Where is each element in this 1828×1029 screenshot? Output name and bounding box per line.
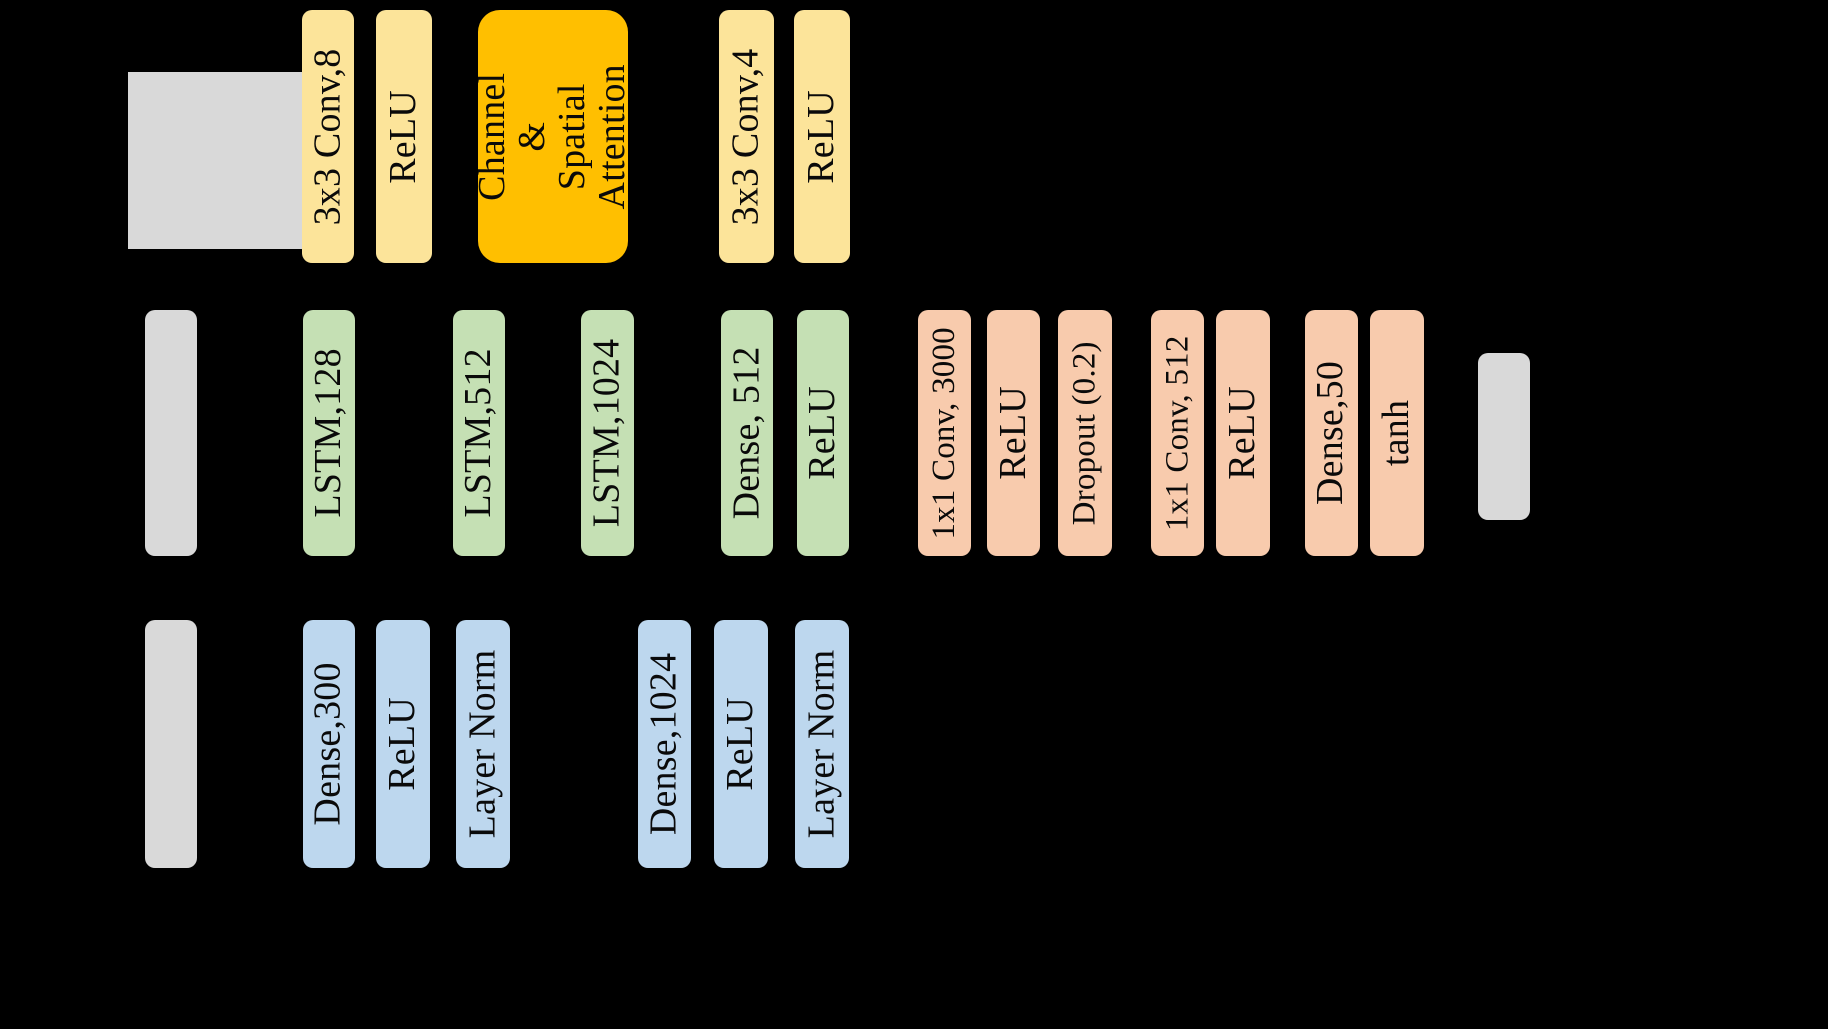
- row1-block-conv4[interactable]: 3x3 Conv,4: [719, 10, 774, 263]
- attention-line-3: Attention: [590, 63, 628, 210]
- row2-block-lstm-128-label: LSTM,128: [307, 348, 350, 518]
- row1-block-conv8[interactable]: 3x3 Conv,8: [302, 10, 354, 263]
- row1-block-conv8-label: 3x3 Conv,8: [306, 48, 349, 225]
- row2-block-lstm-128[interactable]: LSTM,128: [303, 310, 355, 556]
- row2-block-dropout-label: Dropout (0.2): [1066, 340, 1103, 526]
- row3-block-dense-300[interactable]: Dense,300: [303, 620, 355, 868]
- attention-line-1: Channel &: [478, 72, 554, 201]
- row2-block-conv1x1-512[interactable]: 1x1 Conv, 512: [1151, 310, 1204, 556]
- row3-block-dense-1024[interactable]: Dense,1024: [638, 620, 691, 868]
- row2-block-lstm-1024-label: LSTM,1024: [585, 338, 628, 528]
- row2-block-lstm-512[interactable]: LSTM,512: [453, 310, 505, 556]
- row2-block-relu-1-label: ReLU: [801, 386, 844, 480]
- row2-block-dense-512[interactable]: Dense, 512: [721, 310, 773, 556]
- row1-block-relu-1-label: ReLU: [382, 89, 425, 184]
- attention-line-2: Spatial: [551, 83, 593, 190]
- row1-block-attention[interactable]: Channel & Spatial Attention: [478, 10, 628, 263]
- row3-input-block: [145, 620, 197, 868]
- row1-block-relu-2[interactable]: ReLU: [794, 10, 850, 263]
- row2-block-relu-3-label: ReLU: [1221, 386, 1264, 480]
- row2-output-block: [1478, 353, 1530, 520]
- row3-block-relu-1[interactable]: ReLU: [376, 620, 430, 868]
- row1-input-block: [128, 72, 302, 249]
- row1-block-attention-label: Channel & Spatial Attention: [478, 62, 628, 212]
- row2-block-lstm-1024[interactable]: LSTM,1024: [581, 310, 634, 556]
- row1-block-relu-1[interactable]: ReLU: [376, 10, 432, 263]
- row1-block-relu-2-label: ReLU: [800, 89, 843, 184]
- row2-block-conv1x1-512-label: 1x1 Conv, 512: [1159, 335, 1196, 531]
- row1-block-conv4-label: 3x3 Conv,4: [724, 48, 767, 225]
- row2-block-dense-50-label: Dense,50: [1309, 360, 1352, 506]
- row3-block-layernorm-1-label: Layer Norm: [461, 649, 504, 839]
- row3-block-layernorm-1[interactable]: Layer Norm: [456, 620, 510, 868]
- row3-block-dense-1024-label: Dense,1024: [642, 652, 685, 836]
- row2-block-dense-50[interactable]: Dense,50: [1305, 310, 1358, 556]
- row2-block-relu-1[interactable]: ReLU: [797, 310, 849, 556]
- row3-block-relu-1-label: ReLU: [381, 697, 424, 791]
- row2-block-lstm-512-label: LSTM,512: [457, 348, 500, 518]
- row3-block-layernorm-2-label: Layer Norm: [800, 649, 843, 839]
- row3-block-relu-2-label: ReLU: [719, 697, 762, 791]
- row2-block-relu-2-label: ReLU: [991, 386, 1034, 480]
- row2-block-tanh[interactable]: tanh: [1370, 310, 1424, 556]
- row2-input-block: [145, 310, 197, 556]
- row2-block-conv1x1-3000[interactable]: 1x1 Conv, 3000: [918, 310, 971, 556]
- row2-block-dense-512-label: Dense, 512: [725, 346, 768, 520]
- row3-block-layernorm-2[interactable]: Layer Norm: [795, 620, 849, 868]
- row2-block-dropout[interactable]: Dropout (0.2): [1058, 310, 1112, 556]
- row2-block-relu-2[interactable]: ReLU: [987, 310, 1040, 556]
- row3-block-relu-2[interactable]: ReLU: [714, 620, 768, 868]
- row3-block-dense-300-label: Dense,300: [307, 662, 350, 826]
- row2-block-tanh-label: tanh: [1375, 399, 1418, 467]
- row2-block-conv1x1-3000-label: 1x1 Conv, 3000: [926, 326, 963, 540]
- row2-block-relu-3[interactable]: ReLU: [1216, 310, 1270, 556]
